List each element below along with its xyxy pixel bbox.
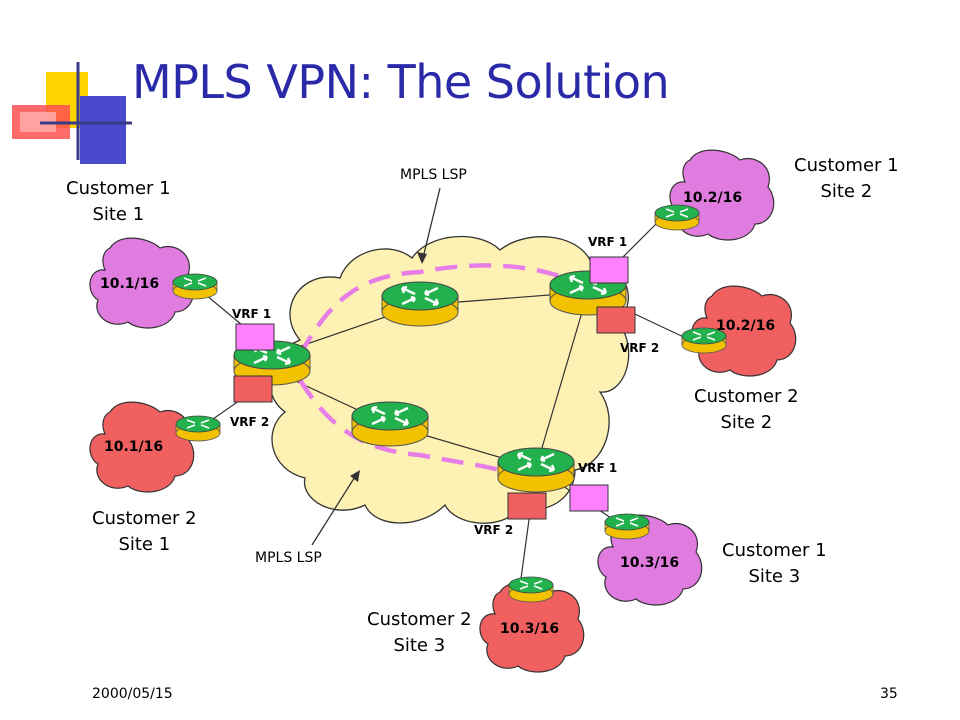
vrf1-box-right <box>589 256 629 284</box>
prefix-customer2-site2: 10.2/16 <box>716 318 775 334</box>
mpls-lsp-path-lower <box>298 378 506 475</box>
vrf2-label-right: VRF 2 <box>620 341 659 355</box>
vrf1-box-bottom <box>569 484 609 512</box>
mpls-lsp-path-upper <box>298 263 576 357</box>
p-router-bottom <box>350 400 430 448</box>
mpls-lsp-label-bottom: MPLS LSP <box>255 550 322 566</box>
prefix-customer2-site3: 10.3/16 <box>500 621 559 637</box>
footer-date: 2000/05/15 <box>92 686 173 702</box>
lsp-arrow-bottom <box>311 471 359 546</box>
vrf1-label-bottom: VRF 1 <box>578 461 617 475</box>
ce-router-customer1-site3 <box>604 513 650 540</box>
ce-router-customer1-site1 <box>172 273 218 300</box>
ce-router-customer2-site3 <box>508 576 554 603</box>
p-router-top <box>380 280 460 328</box>
vrf2-box-left <box>233 375 273 403</box>
pe-router-bottom <box>496 446 576 494</box>
vrf1-box-left <box>235 323 275 351</box>
prefix-customer1-site2: 10.2/16 <box>683 190 742 206</box>
vrf2-label-left: VRF 2 <box>230 415 269 429</box>
prefix-customer1-site3: 10.3/16 <box>620 555 679 571</box>
lsp-arrow-top <box>421 187 441 263</box>
lsp-arrowhead-bottom <box>350 470 360 482</box>
vrf2-label-bottom: VRF 2 <box>474 523 513 537</box>
mpls-lsp-label-top: MPLS LSP <box>400 167 467 183</box>
cloud-customer1-site1 <box>89 237 195 329</box>
ce-router-customer1-site2 <box>654 204 700 231</box>
vrf2-box-right <box>596 306 636 334</box>
prefix-customer2-site1: 10.1/16 <box>104 439 163 455</box>
vrf1-label-right: VRF 1 <box>588 235 627 249</box>
slide-title: MPLS VPN: The Solution <box>132 55 670 109</box>
cloud-customer2-site1 <box>89 401 195 493</box>
cloud-customer2-site3 <box>479 581 585 673</box>
cloud-customer2-site2 <box>691 285 797 377</box>
footer-page-number: 35 <box>880 686 898 702</box>
vrf2-box-bottom <box>507 492 547 520</box>
title-decoration <box>12 62 132 164</box>
prefix-customer1-site1: 10.1/16 <box>100 276 159 292</box>
vrf1-label-left: VRF 1 <box>232 307 271 321</box>
ce-router-customer2-site1 <box>175 415 221 442</box>
lsp-arrowhead-top <box>417 252 427 264</box>
